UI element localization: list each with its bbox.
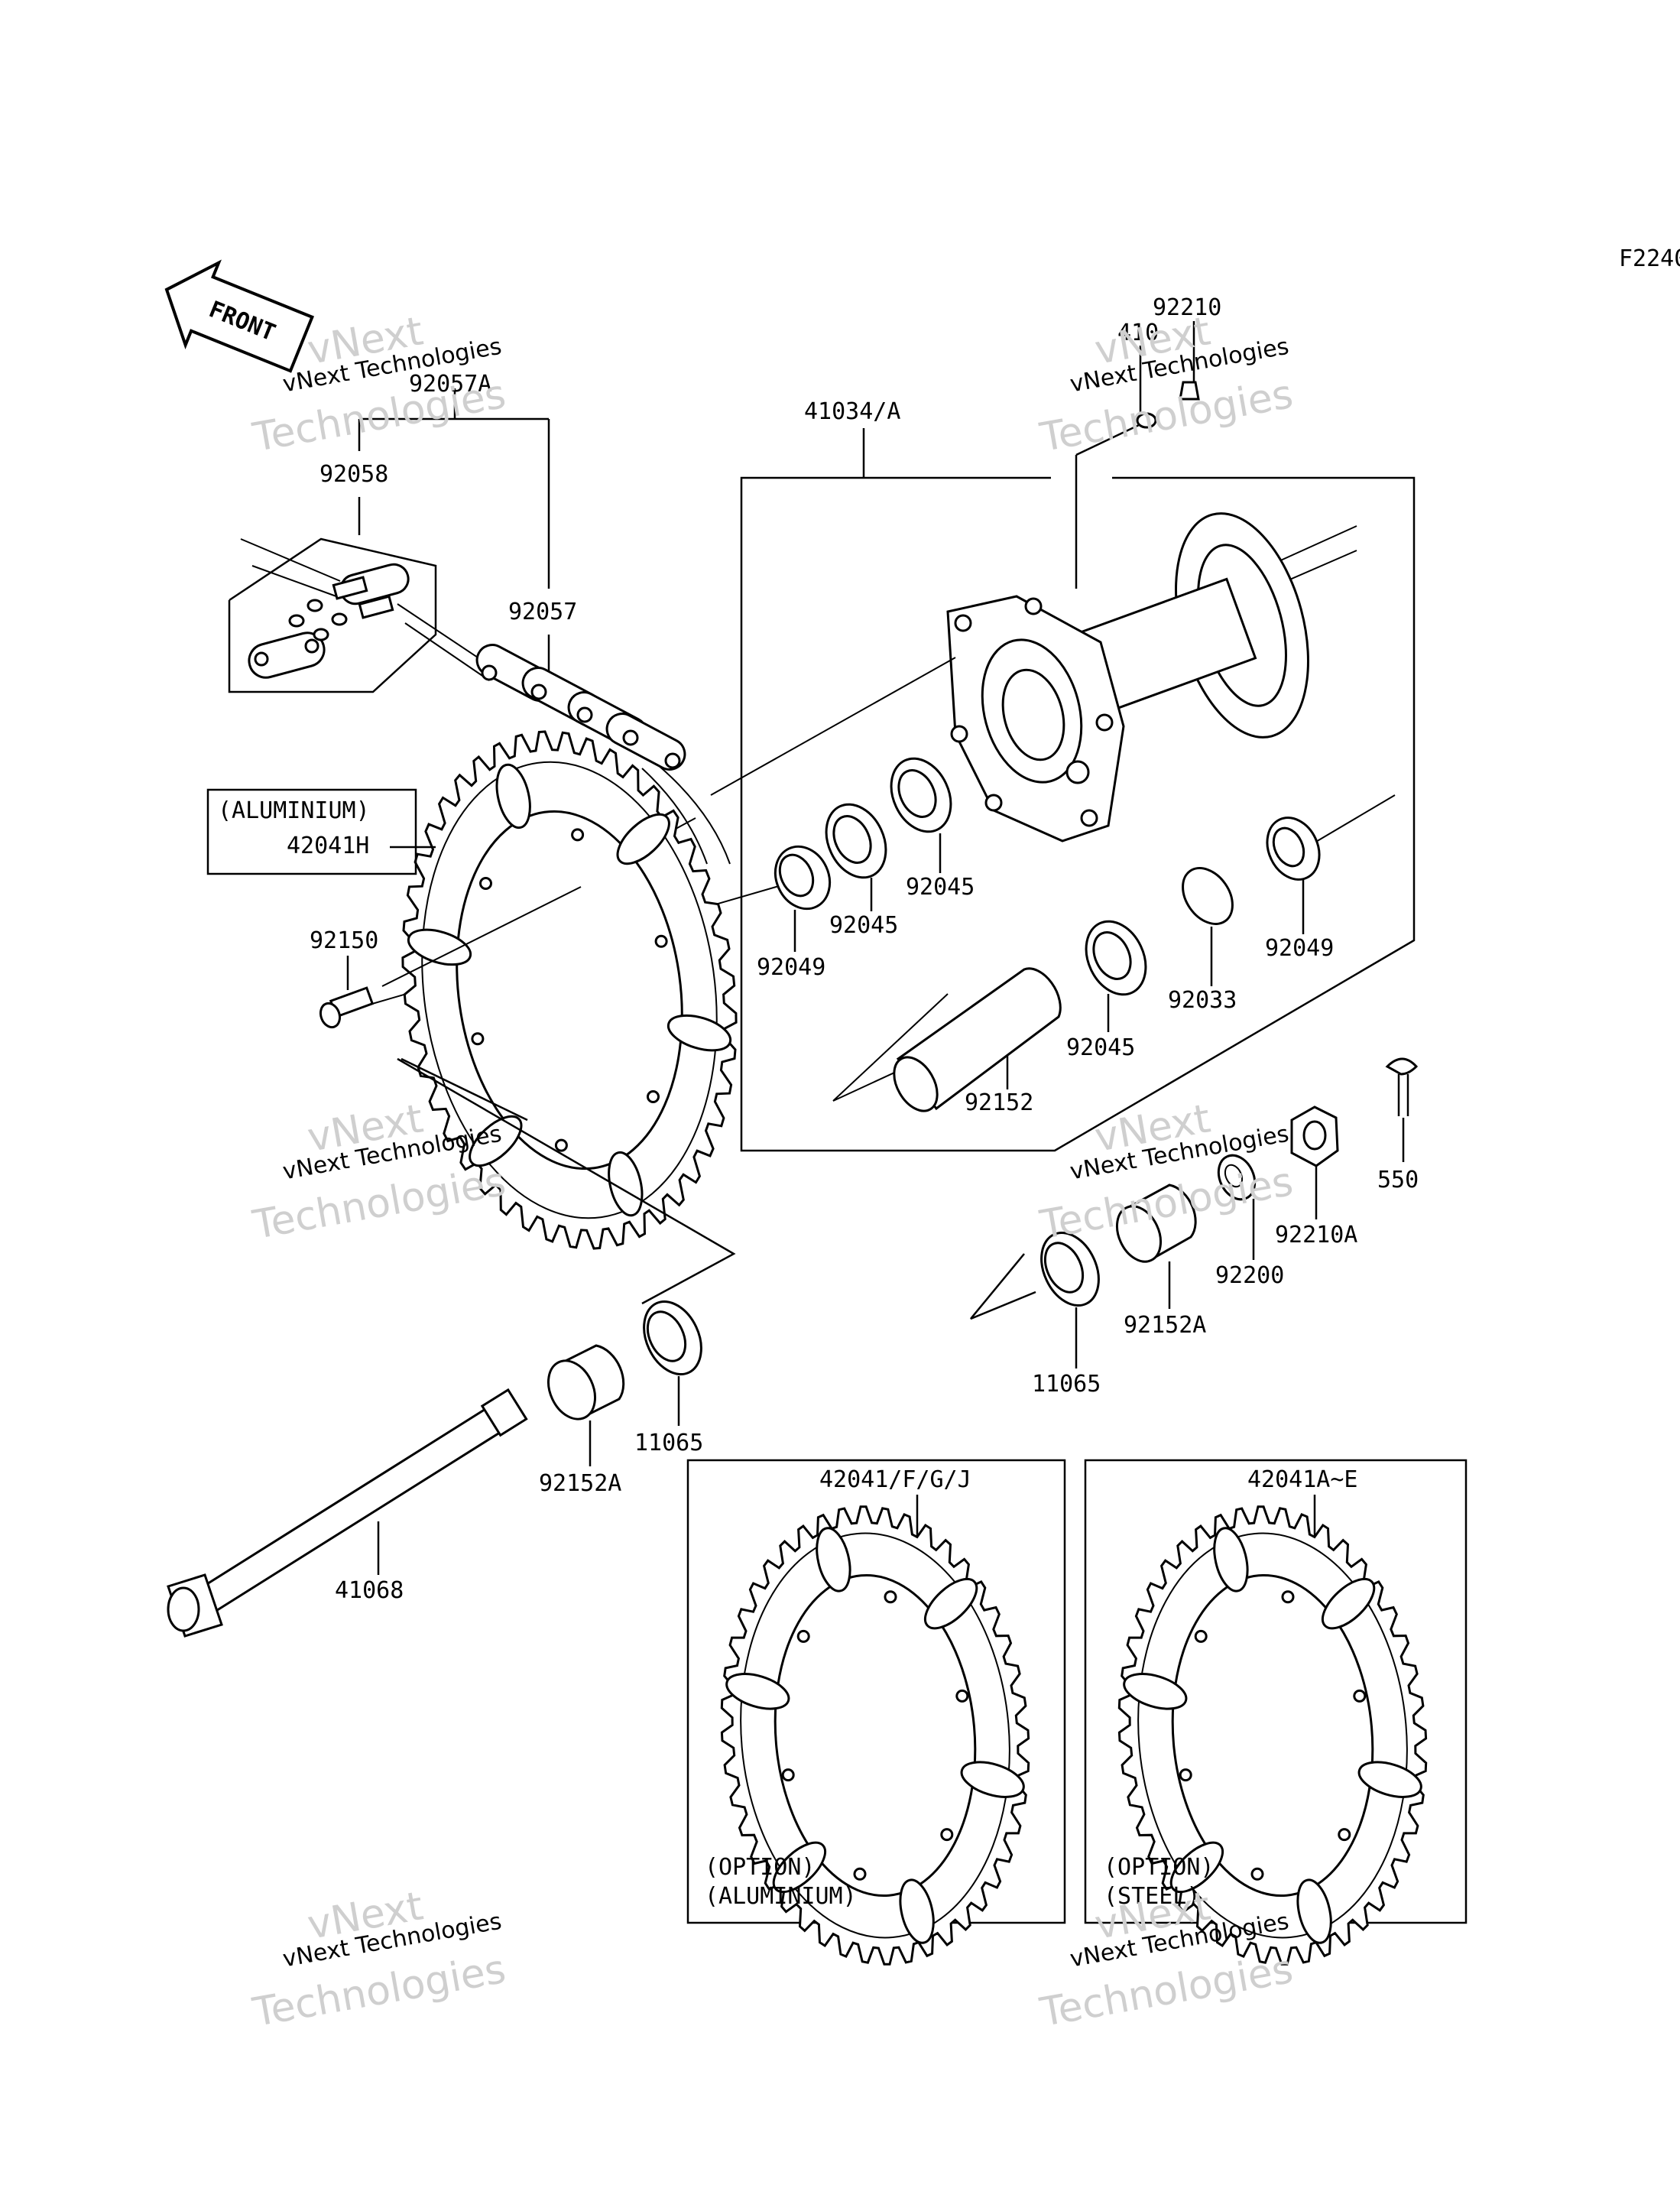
bolt-hole — [796, 1629, 810, 1643]
lightening-hole — [616, 813, 670, 865]
wheel-hub — [946, 512, 1357, 843]
nut-92210A — [1290, 1105, 1339, 1167]
label-92210: 92210 — [1153, 294, 1221, 321]
label-92152A-right: 92152A — [1124, 1312, 1206, 1339]
label-41068: 41068 — [335, 1577, 404, 1604]
seal-11065-left — [643, 1300, 702, 1376]
bolt-hole — [479, 877, 492, 890]
watermark-mid-right: vNext Technologies vNext Technologies — [1036, 1096, 1296, 1248]
lightening-hole — [816, 1527, 851, 1592]
option-box-steel: 42041A~E (OPTION) (STEEL) — [1084, 1459, 1468, 1966]
bearing-92045-a — [825, 803, 887, 879]
seal-92049-right — [1266, 817, 1321, 881]
lightening-hole — [725, 1673, 790, 1710]
bearing-92045-b — [890, 757, 952, 833]
bolt-hole — [471, 1032, 485, 1046]
lightening-hole — [1321, 1577, 1376, 1630]
bolt-hole — [1179, 1768, 1192, 1782]
cotter-pin-550 — [1385, 1057, 1419, 1116]
seal-11065-right — [1040, 1231, 1100, 1307]
sprocket-42041H — [401, 730, 738, 1250]
lightening-hole — [1296, 1878, 1332, 1944]
lightening-hole — [899, 1878, 935, 1944]
label-92057A: 92057A — [409, 371, 491, 398]
bolt-92150 — [319, 986, 375, 1029]
label-92057: 92057 — [508, 599, 577, 625]
bolt-hole — [654, 934, 668, 948]
label-92200: 92200 — [1215, 1262, 1284, 1289]
label-92045-b: 92045 — [906, 874, 975, 901]
front-arrow-icon: FRONT — [164, 259, 315, 373]
lightening-hole — [1123, 1673, 1188, 1710]
collar-92152A-right — [1115, 1183, 1197, 1263]
axle-41068 — [167, 1388, 528, 1638]
label-11065-right: 11065 — [1032, 1371, 1101, 1398]
label-92152: 92152 — [965, 1089, 1033, 1116]
hub-assembly-box: 41034/A — [740, 398, 1416, 1152]
label-92210A: 92210A — [1275, 1222, 1357, 1248]
bolt-hole — [647, 1090, 660, 1103]
label-42041FGJ: 42041/F/G/J — [819, 1466, 971, 1493]
label-92049-right: 92049 — [1265, 935, 1334, 962]
bolt-hole — [1281, 1590, 1295, 1604]
label-41034A: 41034/A — [804, 398, 900, 425]
label-410: 410 — [1117, 320, 1159, 346]
bolt-hole — [853, 1867, 867, 1881]
lightening-hole — [772, 1841, 827, 1894]
lightening-hole — [608, 1151, 644, 1217]
lightening-hole — [1357, 1761, 1422, 1798]
option-steel-line1: (OPTION) — [1104, 1854, 1215, 1881]
label-550: 550 — [1377, 1167, 1419, 1193]
lightening-hole — [666, 1014, 732, 1052]
label-92150: 92150 — [310, 927, 378, 954]
bolt-hole — [940, 1828, 954, 1842]
label-92058: 92058 — [319, 461, 388, 488]
lightening-hole — [1213, 1527, 1249, 1592]
chain-assembly — [228, 388, 731, 865]
watermark-top-right: vNext Technologies vNext Technologies — [1036, 308, 1296, 461]
bolt-hole — [1353, 1689, 1367, 1703]
label-42041AE: 42041A~E — [1247, 1466, 1358, 1493]
circlip-92033 — [1182, 867, 1234, 925]
chain-links — [475, 644, 686, 771]
option-aluminium-line2: (ALUMINIUM) — [705, 1883, 857, 1910]
seal-92049-left — [774, 845, 832, 911]
option-aluminium-line1: (OPTION) — [705, 1854, 816, 1881]
aluminium-box: (ALUMINIUM) 42041H — [206, 788, 436, 875]
bearing-92045-c — [1085, 920, 1147, 996]
aluminium-box-label: (ALUMINIUM) — [218, 797, 370, 824]
watermark-bottom-left: vNext Technologies vNext Technologies — [249, 1883, 509, 2036]
lightening-hole — [495, 763, 531, 830]
lightening-hole — [923, 1577, 978, 1630]
bolt-hole — [884, 1590, 897, 1604]
label-42041H: 42041H — [287, 833, 369, 859]
option-steel-line2: (STEEL) — [1104, 1883, 1200, 1910]
figure-code: F2240 — [1619, 245, 1680, 272]
lightening-hole — [1169, 1841, 1224, 1894]
bolt-hole — [1194, 1629, 1208, 1643]
option-box-aluminium: 42041/F/G/J (OPTION) (ALUMINIUM) — [686, 1459, 1066, 1966]
label-92049-left: 92049 — [757, 954, 825, 981]
bolt-hole — [1338, 1828, 1351, 1842]
bolt-hole — [554, 1138, 568, 1152]
label-11065-left: 11065 — [634, 1430, 703, 1456]
label-92152A-left: 92152A — [539, 1470, 621, 1497]
lightening-hole — [960, 1761, 1025, 1798]
lightening-hole — [407, 928, 472, 966]
bolt-hole — [781, 1768, 795, 1782]
bolt-hole — [1250, 1867, 1264, 1881]
washer-92200 — [1217, 1154, 1257, 1201]
bolt-hole — [571, 828, 585, 842]
label-92045-a: 92045 — [829, 912, 898, 939]
lightening-hole — [469, 1115, 523, 1167]
collar-92152A-left — [547, 1344, 625, 1420]
label-92033: 92033 — [1168, 987, 1237, 1014]
bolt-hole — [955, 1689, 969, 1703]
label-92045-c: 92045 — [1066, 1034, 1135, 1061]
spacer-92152 — [893, 967, 1062, 1112]
